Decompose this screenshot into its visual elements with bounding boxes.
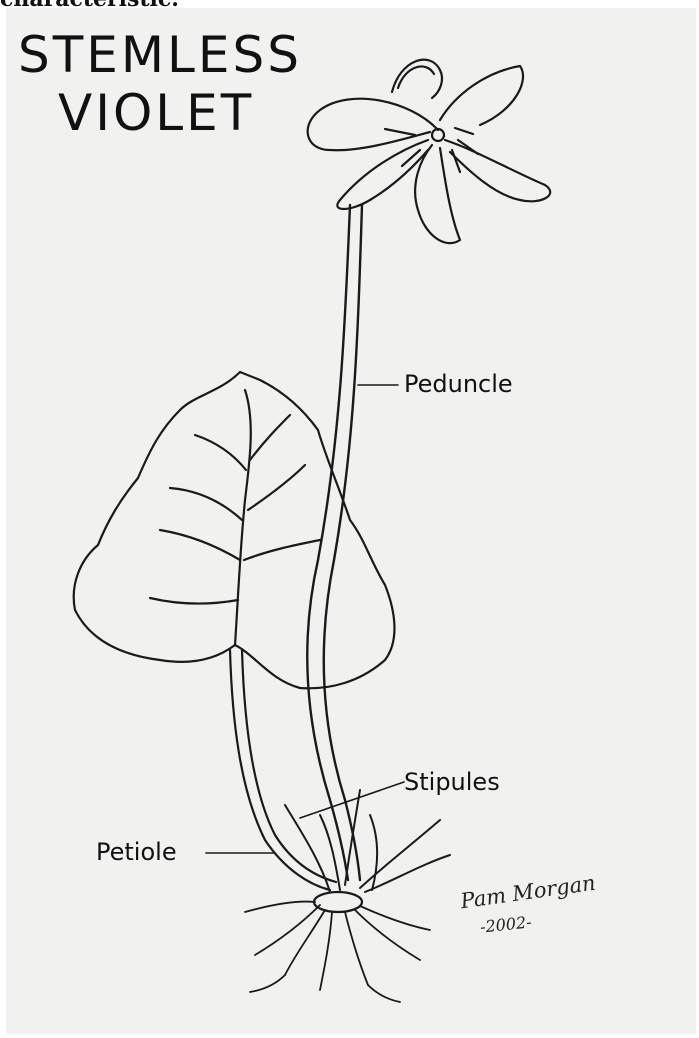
- stipules-leader: [300, 782, 404, 818]
- roots: [245, 892, 430, 1002]
- petiole-stem: [230, 650, 336, 890]
- leaf: [74, 372, 395, 688]
- stipules: [285, 790, 450, 892]
- title-line-1: STEMLESS: [18, 26, 302, 84]
- title-line-2: VIOLET: [18, 84, 302, 142]
- diagram-title: STEMLESS VIOLET: [18, 26, 302, 142]
- stipules-label: Stipules: [404, 768, 500, 796]
- petiole-label: Petiole: [96, 838, 177, 866]
- flower: [308, 60, 551, 243]
- peduncle-label: Peduncle: [404, 370, 513, 398]
- peduncle-stem: [307, 205, 362, 880]
